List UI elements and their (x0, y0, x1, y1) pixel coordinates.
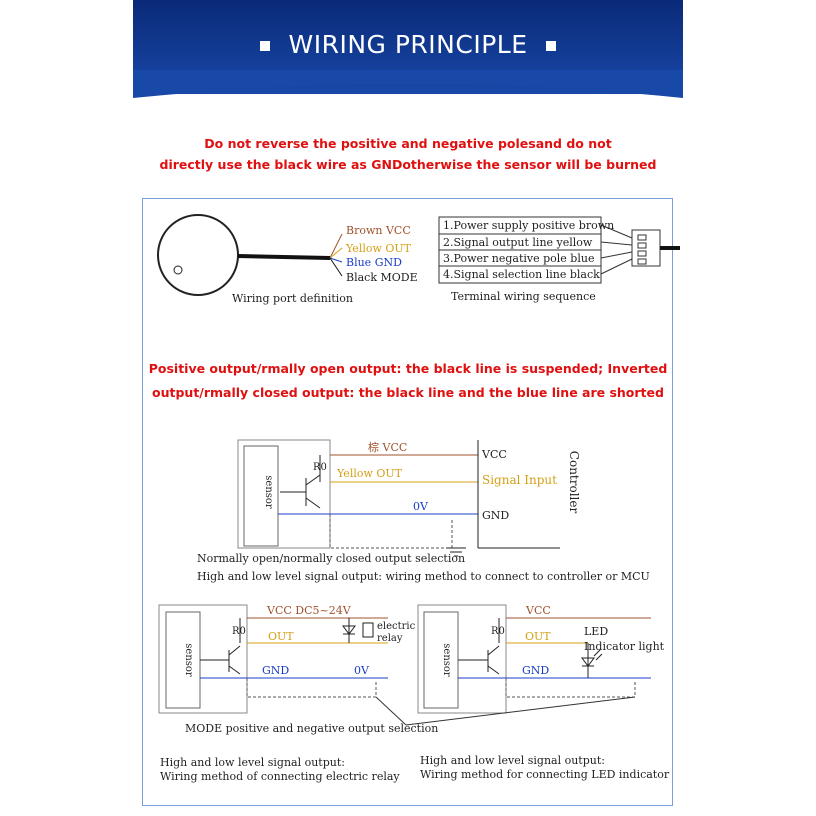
led-caption-line-1: High and low level signal output: (420, 754, 605, 767)
led-name-line-2: Indicator light (584, 640, 665, 653)
r0-label: R0 (313, 462, 327, 473)
relay-out-label: OUT (268, 630, 294, 643)
gnd-label: GND (482, 509, 509, 522)
mode-note-line-2: output/rmally closed output: the black l… (152, 385, 664, 400)
yellow-out-label: Yellow OUT (336, 467, 403, 480)
relay-vcc-label: VCC DC5~24V (266, 604, 352, 617)
led-diagram (417, 604, 651, 714)
led-caption-line-2: Wiring method for connecting LED indicat… (420, 768, 670, 781)
relay-name-line-2: relay (377, 633, 403, 644)
page-title: WIRING PRINCIPLE (133, 30, 683, 59)
mode-note-line-1: Positive output/rmally open output: the … (148, 361, 668, 376)
controller-caption: High and low level signal output: wiring… (197, 570, 650, 583)
diagram-panel (142, 198, 673, 806)
relay-r0-label: R0 (232, 626, 246, 637)
terminal-box (438, 216, 680, 284)
warning-line-1: Do not reverse the positive and negative… (204, 136, 612, 151)
header-curve (133, 70, 683, 98)
relay-diagram (158, 604, 388, 714)
relay-zero-v-label: 0V (354, 664, 370, 677)
warning-line-2: directly use the black wire as GNDotherw… (159, 157, 657, 172)
terminal-caption: Terminal wiring sequence (451, 290, 596, 303)
vcc-wire-label: 棕 VCC (368, 440, 407, 454)
selection-label: Normally open/normally closed output sel… (197, 552, 465, 565)
terminal-line-2: 2.Signal output line yellow (443, 236, 593, 249)
led-out-label: OUT (525, 630, 551, 643)
led-vcc-label: VCC (525, 604, 551, 617)
signal-input-label: Signal Input (482, 473, 557, 487)
mode-selection-arrows (375, 696, 636, 726)
wire-label-brown: Brown VCC (346, 224, 411, 237)
relay-gnd-label: GND (262, 664, 289, 677)
wire-label-yellow: Yellow OUT (345, 242, 412, 255)
terminal-line-1: 1.Power supply positive brown (443, 219, 614, 232)
terminal-line-3: 3.Power negative pole blue (443, 252, 594, 265)
bullet-square-icon (260, 41, 271, 51)
led-gnd-label: GND (522, 664, 549, 677)
relay-sensor-label: sensor (183, 643, 194, 677)
zero-v-label: 0V (413, 500, 429, 513)
relay-caption-line-2: Wiring method of connecting electric rel… (160, 770, 400, 783)
port-wires (329, 233, 343, 277)
controller-label: Controller (567, 451, 581, 514)
led-sensor-label: sensor (441, 643, 452, 677)
port-caption: Wiring port definition (232, 292, 353, 305)
wire-label-black: Black MODE (346, 271, 418, 284)
relay-caption-line-1: High and low level signal output: (160, 756, 345, 769)
led-name-line-1: LED (584, 625, 608, 638)
vcc-label: VCC (481, 448, 507, 461)
led-r0-label: R0 (491, 626, 505, 637)
wire-label-blue: Blue GND (346, 256, 402, 269)
bullet-square-icon (545, 41, 556, 51)
mode-selection-label: MODE positive and negative output select… (185, 722, 438, 735)
relay-name-line-1: electric (377, 621, 416, 632)
sensor-label: sensor (263, 475, 274, 509)
terminal-line-4: 4.Signal selection line black (443, 268, 600, 281)
controller-diagram (237, 439, 560, 557)
sensor-disc (157, 214, 331, 296)
